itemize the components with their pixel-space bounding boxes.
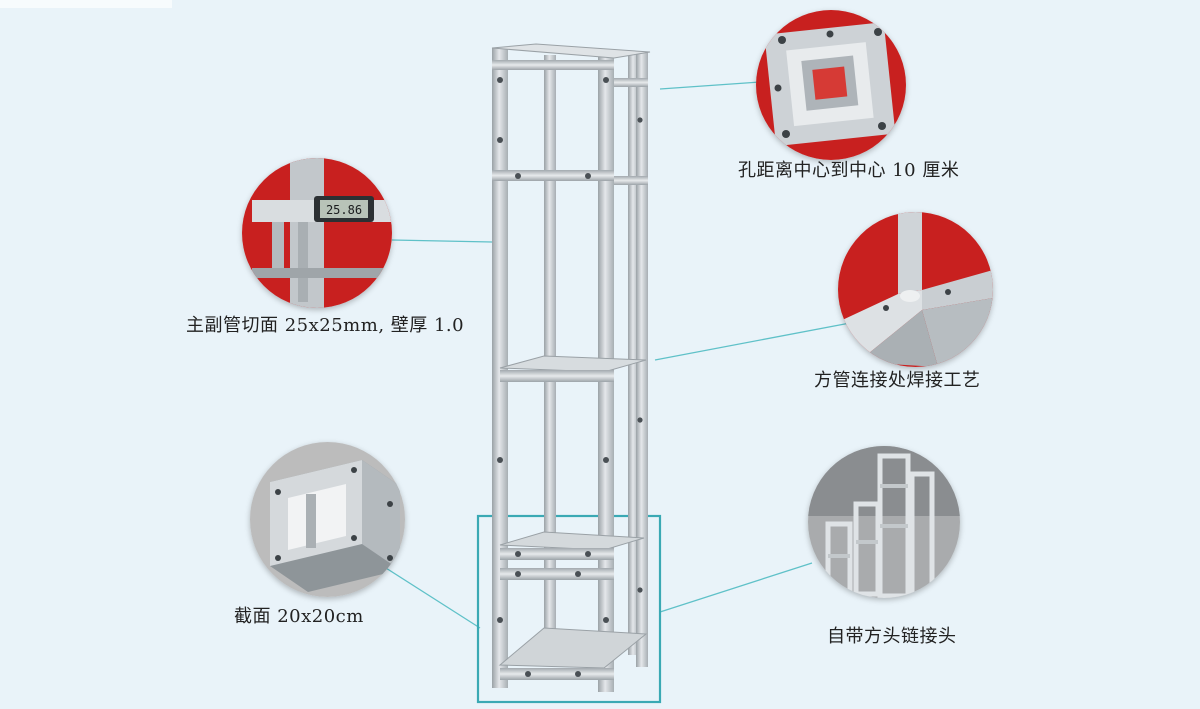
label-hole-spacing: 孔距离中心到中心 10 厘米 bbox=[738, 160, 960, 181]
connector-line-hole-spacing bbox=[659, 81, 761, 90]
label-tube-section: 主副管切面 25x25mm, 壁厚 1.0 bbox=[186, 315, 465, 336]
detail-weld-image bbox=[838, 212, 993, 367]
truss-tower-image bbox=[491, 43, 651, 692]
detail-cross-section-image bbox=[250, 442, 405, 597]
connector-line-cross-section bbox=[377, 562, 481, 629]
detail-connector-image bbox=[808, 446, 960, 598]
connector-line-connector bbox=[659, 562, 813, 613]
detail-caliper-image: 25.86 bbox=[242, 158, 392, 308]
label-connector: 自带方头链接头 bbox=[827, 626, 957, 647]
top-strip bbox=[0, 0, 172, 8]
caliper-reading: 25.86 bbox=[326, 203, 362, 217]
connector-line-tube-section bbox=[391, 239, 493, 243]
detail-end-plate-image bbox=[756, 10, 906, 160]
label-welding: 方管连接处焊接工艺 bbox=[814, 370, 981, 391]
highlight-box bbox=[476, 514, 662, 704]
label-cross-section: 截面 20x20cm bbox=[234, 606, 364, 627]
connector-line-welding bbox=[654, 322, 851, 361]
